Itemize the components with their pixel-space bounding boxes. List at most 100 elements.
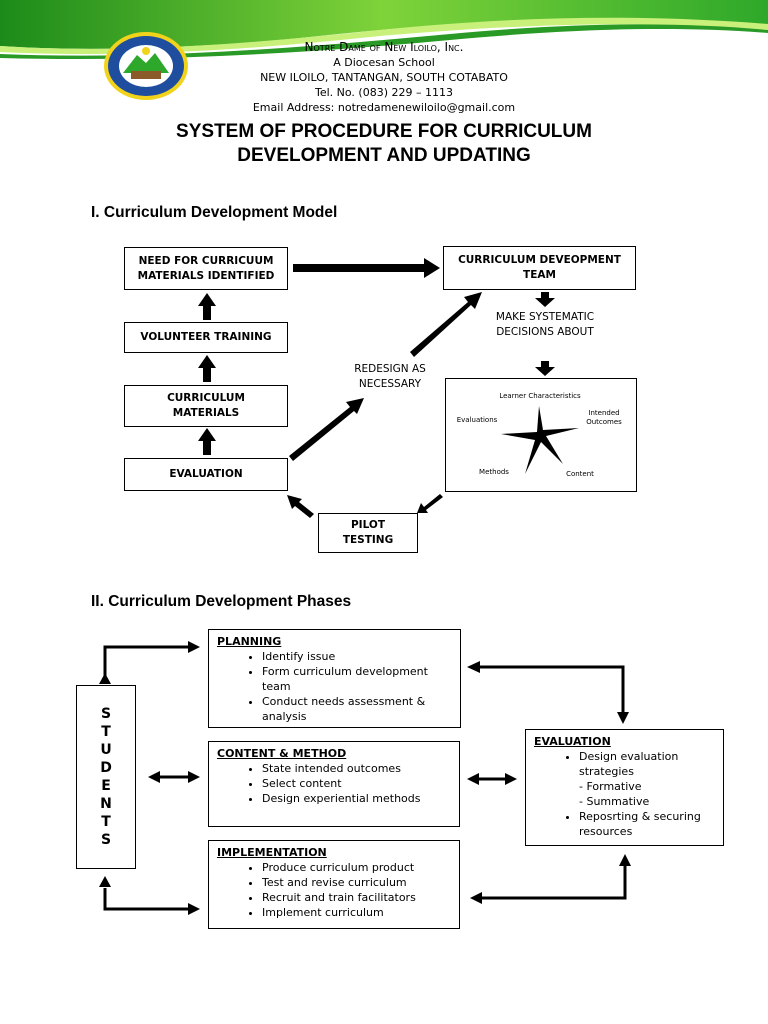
star-label-methods: Methods — [479, 468, 509, 476]
students-letter: T — [101, 814, 111, 830]
evaluation-box-label: EVALUATION — [169, 468, 243, 480]
implementation-box: IMPLEMENTATION Produce curriculum produc… — [208, 840, 460, 929]
redesign-text: REDESIGN AS NECESSARY — [330, 362, 450, 392]
content-method-title: CONTENT & METHOD — [217, 747, 347, 760]
connector-evaluation-to-implementation — [482, 866, 627, 900]
arrow-up-materials — [198, 355, 216, 382]
school-info: Notre Dame of New Iloilo, Inc. A Diocesa… — [200, 40, 568, 115]
arrow-pilot-to-evaluation — [287, 495, 314, 518]
pilot-box-line-1: PILOT — [350, 519, 385, 531]
pilot-box-line-2: TESTING — [342, 534, 394, 546]
arrow-up-evaluation — [198, 428, 216, 455]
title-line-1: SYSTEM OF PROCEDURE FOR CURRICULUM — [176, 121, 592, 142]
decisions-line-2: DECISIONS ABOUT — [496, 326, 594, 338]
implementation-item: Test and revise curriculum — [262, 875, 451, 890]
arrowhead — [619, 854, 631, 866]
section-2-heading: II. Curriculum Development Phases — [91, 593, 352, 610]
page-title: SYSTEM OF PROCEDURE FOR CURRICULUM DEVEL… — [84, 120, 684, 168]
students-letter: U — [100, 742, 112, 758]
header-wave-decoration — [0, 0, 768, 60]
evaluation-box: EVALUATION — [124, 458, 288, 491]
star-label-intended: Intended Outcomes — [578, 409, 630, 427]
volunteer-box-label: VOLUNTEER TRAINING — [140, 331, 272, 343]
star-icon — [501, 406, 579, 474]
arrow-star-to-pilot — [417, 494, 443, 513]
need-box-line-2: MATERIALS IDENTIFIED — [137, 269, 275, 282]
decisions-text: MAKE SYSTEMATIC DECISIONS ABOUT — [470, 310, 620, 340]
need-box-line-1: NEED FOR CURRICUUM — [138, 254, 274, 267]
curriculum-materials-box: CURRICULUM MATERIALS — [124, 385, 288, 427]
planning-box: PLANNING Identify issue Form curriculum … — [208, 629, 461, 728]
arrowhead — [617, 712, 629, 724]
arrowhead — [99, 876, 111, 887]
redesign-line-1: REDESIGN AS — [354, 363, 426, 375]
students-letter: E — [101, 778, 111, 794]
need-materials-box: NEED FOR CURRICUUM MATERIALS IDENTIFIED — [124, 247, 288, 290]
students-letter: N — [100, 796, 112, 812]
evaluation-subitem: - Summative — [579, 795, 650, 808]
planning-item: Identify issue — [262, 649, 452, 664]
title-line-2: DEVELOPMENT AND UPDATING — [237, 145, 531, 166]
students-letter: S — [100, 832, 112, 848]
content-method-item: Select content — [262, 776, 451, 791]
students-letter: S — [100, 706, 112, 722]
materials-box-line-1: CURRICULUM — [167, 392, 245, 404]
school-email: Email Address: notredamenewiloilo@gmail.… — [252, 101, 516, 114]
evaluation-subitem: - Formative — [579, 780, 642, 793]
decisions-star-box — [445, 378, 637, 492]
curriculum-team-box: CURRICULUM DEVEOPMENT TEAM — [443, 246, 636, 290]
planning-item: Conduct needs assessment & analysis — [262, 694, 452, 724]
arrowhead — [188, 641, 200, 653]
materials-box-line-2: MATERIALS — [172, 407, 240, 419]
arrow-right-need-to-team — [293, 258, 440, 278]
implementation-item: Produce curriculum product — [262, 860, 451, 875]
pilot-testing-box: PILOT TESTING — [318, 513, 418, 553]
arrow-diagonal-evaluation-to-redesign — [289, 398, 364, 461]
arrowhead — [505, 773, 517, 785]
connector-students-to-implementation — [103, 888, 190, 911]
connector-planning-to-evaluation — [480, 665, 625, 712]
team-box-line-2: TEAM — [523, 269, 556, 281]
school-seal-logo — [104, 32, 188, 100]
students-letter: T — [101, 724, 111, 740]
content-method-item: State intended outcomes — [262, 761, 451, 776]
content-method-box: CONTENT & METHOD State intended outcomes… — [208, 741, 460, 827]
evaluation-phase-title: EVALUATION — [534, 735, 611, 748]
arrowhead — [99, 673, 111, 684]
star-label-evaluations: Evaluations — [456, 416, 498, 424]
content-method-item: Design experiential methods — [262, 791, 451, 806]
intended-line-1: Intended — [588, 409, 620, 417]
star-label-content: Content — [566, 470, 594, 478]
students-letter: D — [100, 760, 112, 776]
star-label-learner: Learner Characteristics — [499, 392, 581, 400]
arrowhead — [467, 661, 480, 673]
team-box-line-1: CURRICULUM DEVEOPMENT — [458, 254, 621, 266]
arrow-diagonal-redesign-upper — [410, 292, 482, 357]
school-type: A Diocesan School — [333, 56, 435, 69]
arrowhead — [467, 773, 479, 785]
arrowhead — [470, 892, 482, 904]
implementation-item: Recruit and train facilitators — [262, 890, 451, 905]
intended-line-2: Outcomes — [586, 418, 622, 426]
section-1-heading: I. Curriculum Development Model — [91, 204, 338, 221]
arrowhead — [188, 903, 200, 915]
school-telephone: Tel. No. (083) 229 – 1113 — [315, 86, 453, 99]
evaluation-phase-box: EVALUATION Design evaluation strategies … — [525, 729, 724, 846]
evaluation-item: Reposrting & securing resources — [579, 809, 715, 839]
implementation-title: IMPLEMENTATION — [217, 846, 327, 859]
arrowhead — [148, 771, 160, 783]
volunteer-training-box: VOLUNTEER TRAINING — [124, 322, 288, 353]
arrow-down-team — [535, 292, 555, 307]
planning-item: Form curriculum development team — [262, 664, 452, 694]
school-address: NEW ILOILO, TANTANGAN, SOUTH COTABATO — [260, 71, 508, 84]
connector-students-to-planning — [103, 645, 190, 681]
implementation-item: Implement curriculum — [262, 905, 451, 920]
students-box: S T U D E N T S — [76, 685, 136, 869]
decisions-line-1: MAKE SYSTEMATIC — [495, 311, 595, 323]
evaluation-item: Design evaluation strategies — [579, 749, 715, 779]
planning-title: PLANNING — [217, 635, 282, 648]
arrow-down-decisions — [535, 361, 555, 376]
school-name: Notre Dame of New Iloilo, Inc. — [304, 40, 464, 54]
